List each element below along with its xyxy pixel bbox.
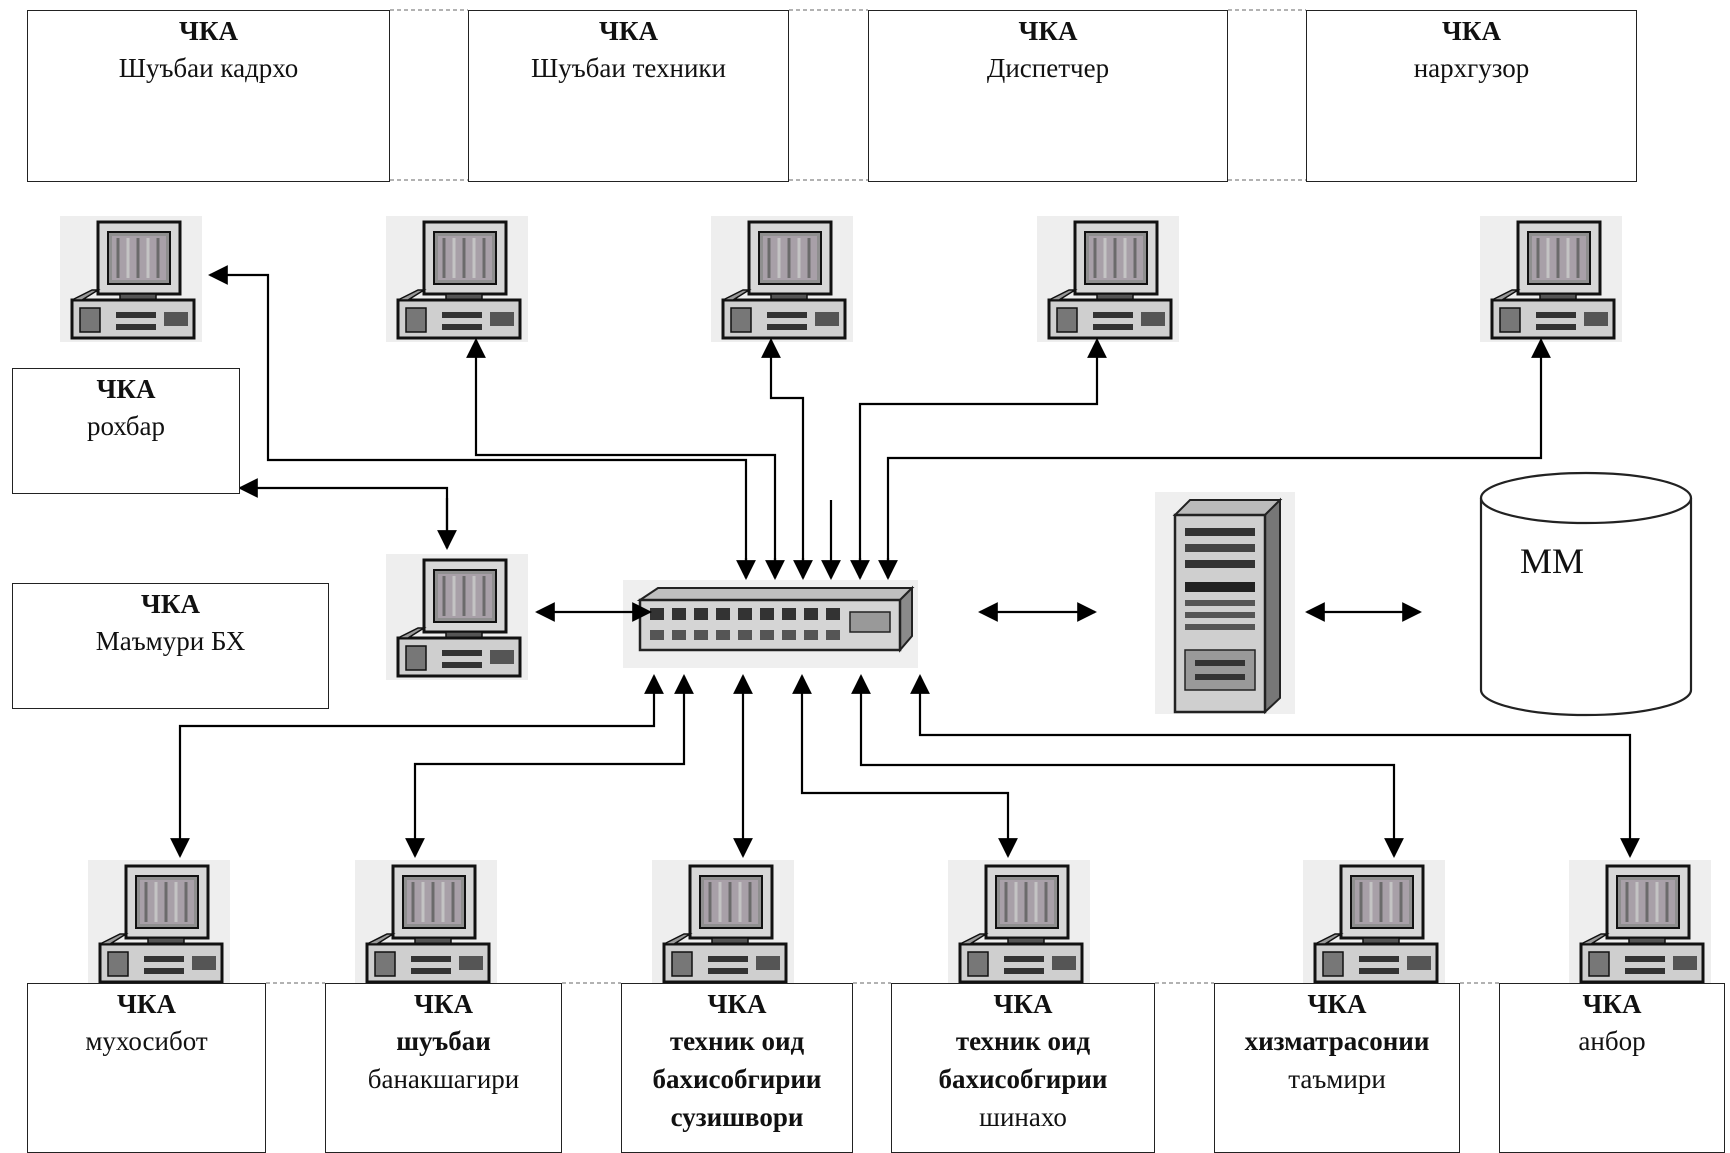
database-label: ММ bbox=[1520, 541, 1585, 581]
unit-label: хизматрасонии bbox=[1244, 1026, 1430, 1056]
computer-icon bbox=[384, 552, 530, 682]
database-cylinder-icon bbox=[1479, 471, 1693, 717]
unit-label: нархгузор bbox=[1413, 53, 1530, 83]
unit-box-tekhniki: ЧКА Шуъбаи техники bbox=[468, 10, 789, 182]
unit-label: Шуъбаи техники bbox=[530, 53, 726, 83]
unit-header: ЧКА bbox=[141, 589, 200, 619]
unit-label: банакшагири bbox=[367, 1064, 520, 1094]
unit-label: мухосибот bbox=[85, 1026, 208, 1056]
top-dashed-links bbox=[390, 9, 1306, 181]
computer-icon bbox=[1567, 858, 1713, 988]
computer-icon bbox=[86, 858, 232, 988]
unit-box-mukhosibot: ЧКА мухосибот bbox=[27, 983, 266, 1153]
unit-header: ЧКА bbox=[179, 16, 238, 46]
unit-label: таъмири bbox=[1288, 1064, 1386, 1094]
computer-icon bbox=[650, 858, 796, 988]
unit-label: шинахо bbox=[979, 1102, 1067, 1132]
unit-box-mamuri-bkh: ЧКА Маъмури БХ bbox=[12, 583, 329, 709]
unit-header: ЧКА bbox=[1018, 16, 1078, 46]
unit-box-rohbar: ЧКА рохбар bbox=[12, 368, 240, 494]
unit-box-shinakho: ЧКА техник оид бахисобгирии шинахо bbox=[891, 983, 1155, 1153]
connection-lines bbox=[170, 265, 1640, 858]
unit-label: анбор bbox=[1578, 1026, 1646, 1056]
computer-icon bbox=[1035, 214, 1181, 344]
unit-label: Шуъбаи кадрхо bbox=[118, 53, 299, 83]
server-tower-icon bbox=[1155, 492, 1295, 715]
computer-icon bbox=[384, 214, 530, 344]
unit-box-narkhguzor: ЧКА нархгузор bbox=[1306, 10, 1637, 182]
unit-header: ЧКА bbox=[414, 989, 473, 1019]
computer-icon bbox=[58, 214, 204, 344]
unit-header: ЧКА bbox=[117, 989, 176, 1019]
unit-box-dispatcher: ЧКА Диспетчер bbox=[868, 10, 1228, 182]
unit-box-tamiri: ЧКА хизматрасонии таъмири bbox=[1214, 983, 1460, 1153]
unit-box-suzishvori: ЧКА техник оид бахисобгирии сузишвори bbox=[621, 983, 853, 1153]
unit-header: ЧКА bbox=[707, 989, 767, 1019]
computer-icon bbox=[1301, 858, 1447, 988]
unit-label: техник оид bbox=[669, 1026, 805, 1056]
unit-label: сузишвори bbox=[670, 1102, 804, 1132]
unit-header: ЧКА bbox=[599, 16, 658, 46]
unit-header: ЧКА bbox=[1582, 989, 1642, 1019]
unit-label: рохбар bbox=[86, 411, 166, 441]
unit-label: шуъбаи bbox=[396, 1026, 491, 1056]
computer-icon bbox=[1478, 214, 1624, 344]
unit-box-kadrho: ЧКА Шуъбаи кадрхо bbox=[27, 10, 390, 182]
computer-icon bbox=[353, 858, 499, 988]
unit-label: бахисобгирии bbox=[938, 1064, 1108, 1094]
computer-icon bbox=[709, 214, 855, 344]
unit-box-anbor: ЧКА анбор bbox=[1499, 983, 1725, 1153]
unit-label: техник оид bbox=[955, 1026, 1091, 1056]
unit-header: ЧКА bbox=[1307, 989, 1367, 1019]
unit-label: бахисобгирии bbox=[652, 1064, 822, 1094]
unit-header: ЧКА bbox=[1442, 16, 1501, 46]
unit-label: Маъмури БХ bbox=[95, 626, 246, 656]
computer-icon bbox=[946, 858, 1092, 988]
unit-box-banakshagiri: ЧКА шуъбаи банакшагири bbox=[325, 983, 562, 1153]
unit-header: ЧКА bbox=[993, 989, 1053, 1019]
unit-header: ЧКА bbox=[96, 374, 156, 404]
unit-label: Диспетчер bbox=[986, 53, 1110, 83]
network-switch-icon bbox=[623, 580, 918, 668]
